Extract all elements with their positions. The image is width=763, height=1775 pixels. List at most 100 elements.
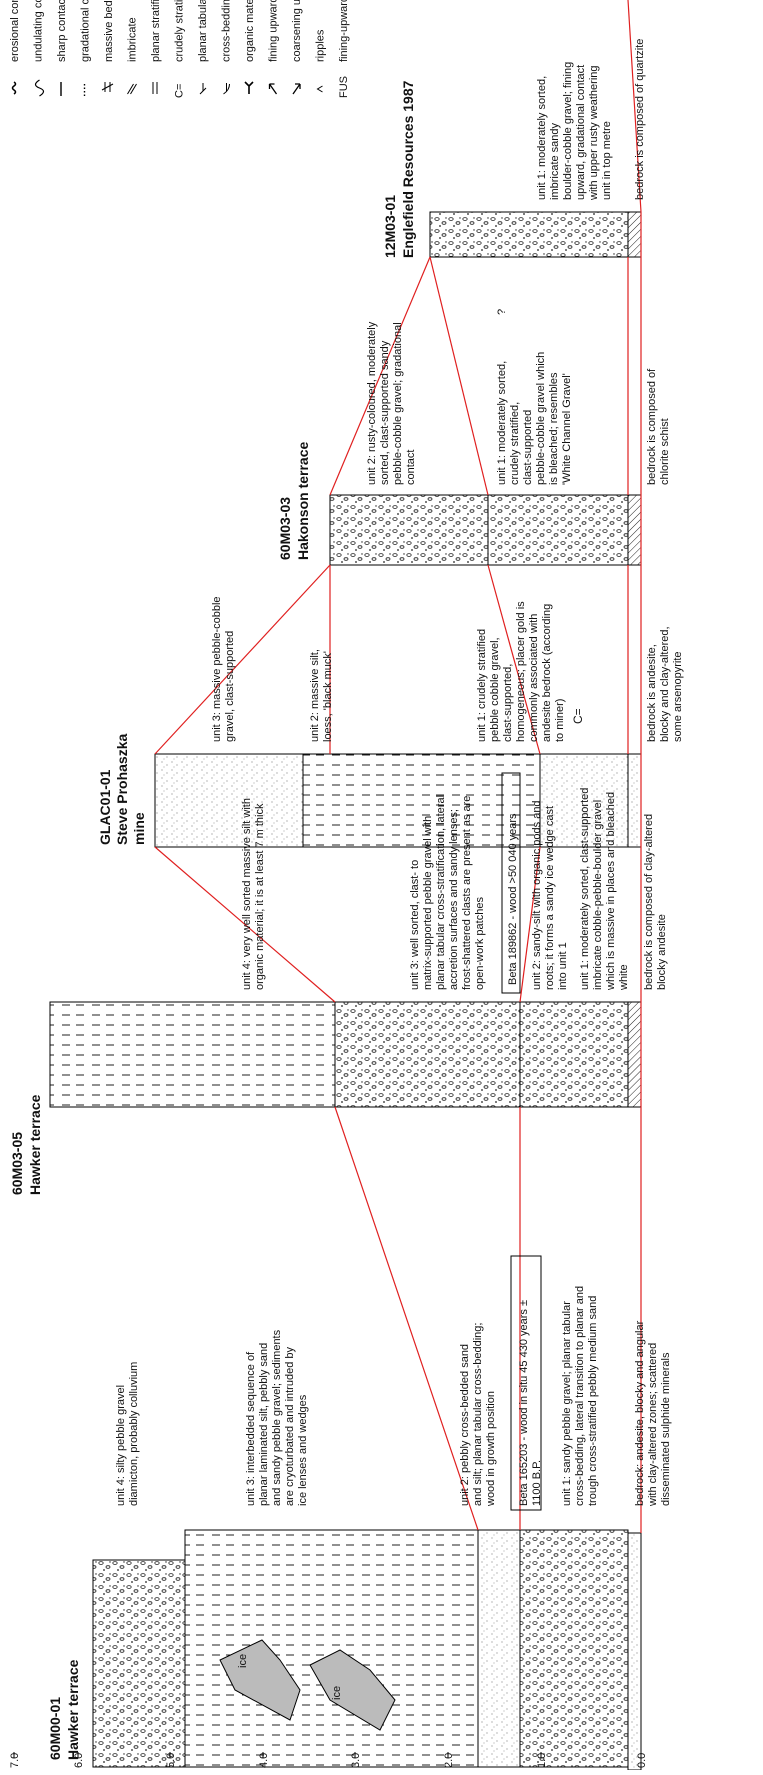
c4-question-mark: ? [496, 309, 508, 315]
c3-unit2-line-2: loess, 'black muck' [322, 651, 334, 742]
legend-FUS-label: fining-upward sequence [338, 0, 350, 62]
c1-unit1-line-1: unit 1: sandy pebble gravel; planar tabu… [561, 1301, 573, 1506]
c1-unit3-line-3: and sandy pebble gravel; sediments [271, 1329, 283, 1506]
c2-unit1-line-3: which is massive in places and bleached [605, 792, 617, 991]
c2-unit3-line-4: accretion surfaces and sandy lenses; [448, 809, 460, 990]
c1-bedrock-line-2: with clay-altered zones; scattered [647, 1343, 659, 1507]
c1-ice-label-2: ice [331, 1686, 343, 1700]
col4-id: 60M03-03 [277, 497, 293, 560]
legend-imbricate-symbol [128, 84, 137, 94]
c4-unit1-line-5: is bleached; resembles [548, 372, 560, 485]
c2-beta: Beta 189862 - wood >50 040 years [507, 813, 519, 985]
c2-bedrock-fill [628, 1002, 641, 1107]
c3-unit3-line-2: gravel, clast-supported [224, 631, 236, 742]
c3-unit1-line-6: andesite bedrock (according [541, 604, 553, 742]
c1-unit1-fill [520, 1530, 628, 1767]
c1-bedrock-fill [628, 1533, 641, 1770]
c2-bedrock-line-1: bedrock is composed of clay-altered [643, 814, 655, 990]
c2-unit4-line-2: organic material; it is at least 7 m thi… [254, 803, 266, 990]
c1-unit4-fill [93, 1560, 185, 1767]
legend-crude-glyph: C= [174, 84, 186, 98]
c2-unit2-line-1: unit 2: sandy-silt with organic pods and [531, 800, 543, 990]
c2-unit3-line-1: unit 3: well sorted, clast- to [409, 860, 421, 990]
c1-bedrock-line-1: bedrock: andesite, blocky and angular [634, 1320, 646, 1506]
correlation-line [155, 565, 330, 754]
c2-unit3-line-2: matrix-supported pebble gravel with [422, 816, 434, 990]
col1-id: 60M00-01 [47, 1697, 63, 1760]
c3-bedrock-line-3: some arsenopyrite [672, 652, 684, 743]
correlation-line [335, 1107, 478, 1530]
legend-dotted-label: gradational contact [80, 0, 92, 62]
scale-tick-4.0: 4.0 [258, 1753, 270, 1768]
c3-unit3-fill [155, 754, 303, 847]
scale-tick-7.0: 7.0 [9, 1753, 21, 1768]
c3-unit1-symbol: C= [571, 708, 585, 724]
c2-unit3-line-6: open-work patches [474, 897, 486, 990]
legend-fining-symbol [270, 84, 277, 94]
c4-unit1-fill [488, 495, 628, 565]
c3-bedrock-fill [628, 754, 641, 847]
col1-name: Hawker terrace [65, 1659, 81, 1760]
c1-unit3-line-5: ice lenses and wedges [297, 1394, 309, 1506]
c4-bedrock-line-2: chlorite schist [659, 418, 671, 485]
legend-planar-label: planar stratified [150, 0, 162, 62]
c5-bedrock-fill [628, 212, 641, 257]
c4-bedrock-line-1: bedrock is composed of [646, 368, 658, 485]
c4-unit2-line-2: sorted, clast-supported sandy [379, 340, 391, 485]
c1-ice-label-1: ice [237, 1654, 249, 1668]
c4-unit1-line-6: 'White Channel Gravel' [561, 373, 573, 485]
legend-crude-label: crudely stratified [174, 0, 186, 62]
legend-cross-label: cross-bedding [221, 0, 233, 62]
c1-unit3-line-4: are cryoturbated and intruded by [284, 1347, 296, 1506]
c3-unit1-line-3: clast-supported, [502, 664, 514, 742]
legend-solid-label: sharp contact [56, 0, 68, 62]
c2-unit2-line-3: into unit 1 [557, 942, 569, 990]
c1-unit2-line-2: and silt; planar tabular cross-bedding; [472, 1323, 484, 1506]
legend-planar-symbol [153, 82, 157, 94]
c2-unit1-line-4: white [618, 964, 630, 991]
c5-unit1-line-4: upward, gradational contact [575, 65, 587, 200]
c1-unit2-line-1: unit 2: pebbly cross-bedded sand [459, 1344, 471, 1506]
scale-tick-5.0: 5.0 [165, 1753, 177, 1768]
c1-unit2-fill [478, 1530, 520, 1767]
c4-unit1-line-3: clast-supported [522, 410, 534, 485]
c2-unit3-line-5: frost-shattered clasts are present as ar… [461, 796, 473, 990]
col2-id: 60M03-05 [9, 1132, 25, 1195]
legend-tabular-label: planar tabular cross-bedding [197, 0, 209, 62]
c2-unit1-fill [520, 1002, 628, 1107]
scale-tick-2.0: 2.0 [443, 1753, 455, 1768]
c4-unit1-line-1: unit 1: moderately sorted, [496, 361, 508, 485]
c1-beta-line-1: Beta 165203 - wood in situ 45 430 years … [518, 1300, 530, 1506]
c1-unit1-line-2: cross-bedding, lateral transition to pla… [574, 1286, 586, 1506]
legend-fining-label: fining upward [268, 0, 280, 62]
legend: erosional contact undulating contact sharp… [9, 0, 350, 98]
legend-wavy-label: erosional contact [9, 0, 21, 62]
c4-unit2-fill [330, 495, 488, 565]
c1-bedrock-line-3: disseminated sulphide minerals [660, 1352, 672, 1506]
c3-unit1-line-1: unit 1: crudely stratified [476, 629, 488, 742]
c4-bedrock-fill [628, 495, 641, 565]
legend-undulating-symbol [36, 80, 44, 96]
c2-unit4-fill [50, 1002, 335, 1107]
col3-name: Steve Prohaszka [114, 734, 130, 845]
c3-bedrock-line-2: blocky and clay-altered, [659, 626, 671, 742]
c4-unit1-line-4: pebble-cobble gravel which [535, 352, 547, 485]
c3-unit1-line-4: homogeneous; placer gold is [515, 601, 527, 742]
legend-undulating-label: undulating contact [33, 0, 45, 62]
c3-unit2-line-1: unit 2: massive silt, [309, 649, 321, 742]
c1-unit3-line-1: unit 3: interbedded sequence of [245, 1351, 257, 1506]
c3-unit1-line-2: pebble cobble gravel, [489, 637, 501, 742]
c1-unit2-line-3: wood in growth position [485, 1391, 497, 1507]
legend-tabular-symbol [200, 83, 206, 94]
col2-name: Hawker terrace [27, 1094, 43, 1195]
correlation-line [430, 257, 488, 495]
c2-unit2-line-2: roots; it forms a sandy ice wedge cast [544, 806, 556, 990]
legend-FUS-glyph: FUS [338, 76, 350, 98]
col5-name: Englefield Resources 1987 [400, 80, 416, 258]
c5-unit1-line-2: imbricate sandy [549, 122, 561, 200]
legend-wavy-symbol [13, 82, 16, 94]
col3-name2: mine [131, 812, 147, 845]
legend-FUS-symbol: FUS [338, 76, 350, 98]
legend-organic-symbol [245, 82, 253, 94]
